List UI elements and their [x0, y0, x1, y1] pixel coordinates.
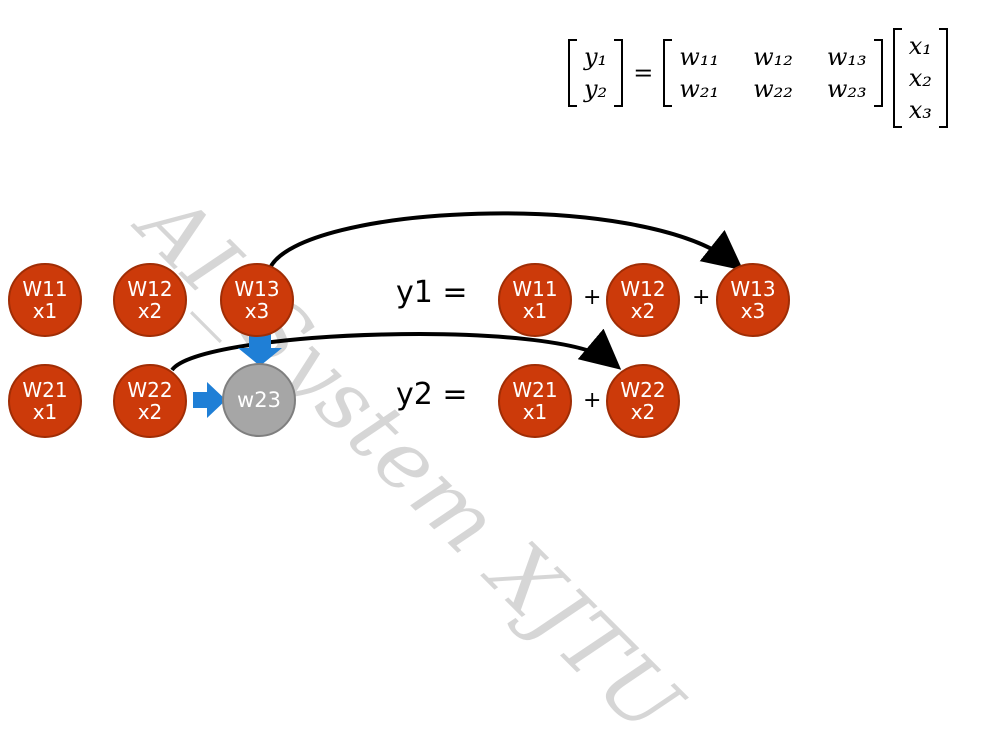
sum1-node-w12-input: x2	[630, 299, 656, 323]
sum1-node-w13-input: x3	[740, 299, 766, 323]
sum1-node-w11: W11 x1	[498, 263, 572, 337]
sum1-node-w11-weight: W11	[512, 277, 558, 301]
output-y2: y₂	[584, 75, 608, 103]
sum2-label: y2 =	[396, 377, 468, 412]
node-w11-input: x1	[32, 299, 58, 323]
sum1-node-w12: W12 x2	[606, 263, 680, 337]
sum2-node-w22: W22 x2	[606, 364, 680, 438]
weight-w13: w₁₃	[826, 43, 867, 71]
output-vector: y₁ y₂	[568, 39, 624, 107]
sum2-node-w22-input: x2	[630, 400, 656, 424]
sum1-node-w12-weight: W12	[620, 277, 666, 301]
node-w21-weight: W21	[22, 378, 68, 402]
matrix-equation: y₁ y₂ = w₁₁ w₁₂ w₁₃ w₂₁ w₂₂ w₂₃ x₁ x₂ x₃	[568, 18, 949, 128]
node-w22: W22 x2	[113, 364, 187, 438]
weight-w21: w₂₁	[679, 75, 720, 103]
node-w11-weight: W11	[22, 277, 68, 301]
weight-matrix: w₁₁ w₁₂ w₁₃ w₂₁ w₂₂ w₂₃	[663, 39, 884, 107]
output-y1: y₁	[584, 43, 608, 71]
arrows-layer	[170, 211, 744, 418]
sum2-node-w22-weight: W22	[620, 378, 666, 402]
node-w13-weight: W13	[234, 277, 280, 301]
weight-w11: w₁₁	[679, 43, 720, 71]
block-arrow-down	[238, 334, 282, 366]
node-w21: W21 x1	[8, 364, 82, 438]
curve-arrow-w22-to-sum2	[170, 328, 622, 372]
sum1-node-w13-weight: W13	[730, 277, 776, 301]
input-vector: x₁ x₂ x₃	[892, 28, 949, 128]
node-w22-input: x2	[137, 400, 163, 424]
node-w12-weight: W12	[127, 277, 173, 301]
node-w22-weight: W22	[127, 378, 173, 402]
sum1-plus-1: +	[583, 285, 602, 310]
node-w12-input: x2	[137, 299, 163, 323]
sum1-node-w11-input: x1	[522, 299, 548, 323]
sum1-node-w13: W13 x3	[716, 263, 790, 337]
weight-w12: w₁₂	[753, 43, 793, 71]
sum2-node-w21-weight: W21	[512, 378, 558, 402]
input-x2: x₂	[908, 64, 932, 92]
equals-sign: =	[633, 59, 654, 87]
input-x3: x₃	[908, 96, 932, 124]
node-w11: W11 x1	[8, 263, 82, 337]
node-w23-label: w23	[237, 388, 281, 412]
curve-arrow-w13-to-sum1	[268, 211, 744, 271]
diagram-canvas: AI_System XJTU y₁ y₂ = w₁₁ w₁₂ w₁₃ w₂₁ w…	[8, 18, 949, 755]
sum1-plus-2: +	[692, 285, 711, 310]
node-w23-merged: w23	[222, 363, 296, 437]
sum2-node-w21-input: x1	[522, 400, 548, 424]
node-w12: W12 x2	[113, 263, 187, 337]
node-w13: W13 x3	[220, 263, 294, 337]
weight-w22: w₂₂	[753, 75, 793, 103]
weight-w23: w₂₃	[826, 75, 867, 103]
input-x1: x₁	[908, 32, 932, 60]
sum1-label: y1 =	[396, 275, 468, 310]
node-w13-input: x3	[244, 299, 270, 323]
block-arrow-right	[193, 382, 226, 418]
node-w21-input: x1	[32, 400, 58, 424]
sum2-node-w21: W21 x1	[498, 364, 572, 438]
sum2-plus: +	[583, 388, 602, 413]
